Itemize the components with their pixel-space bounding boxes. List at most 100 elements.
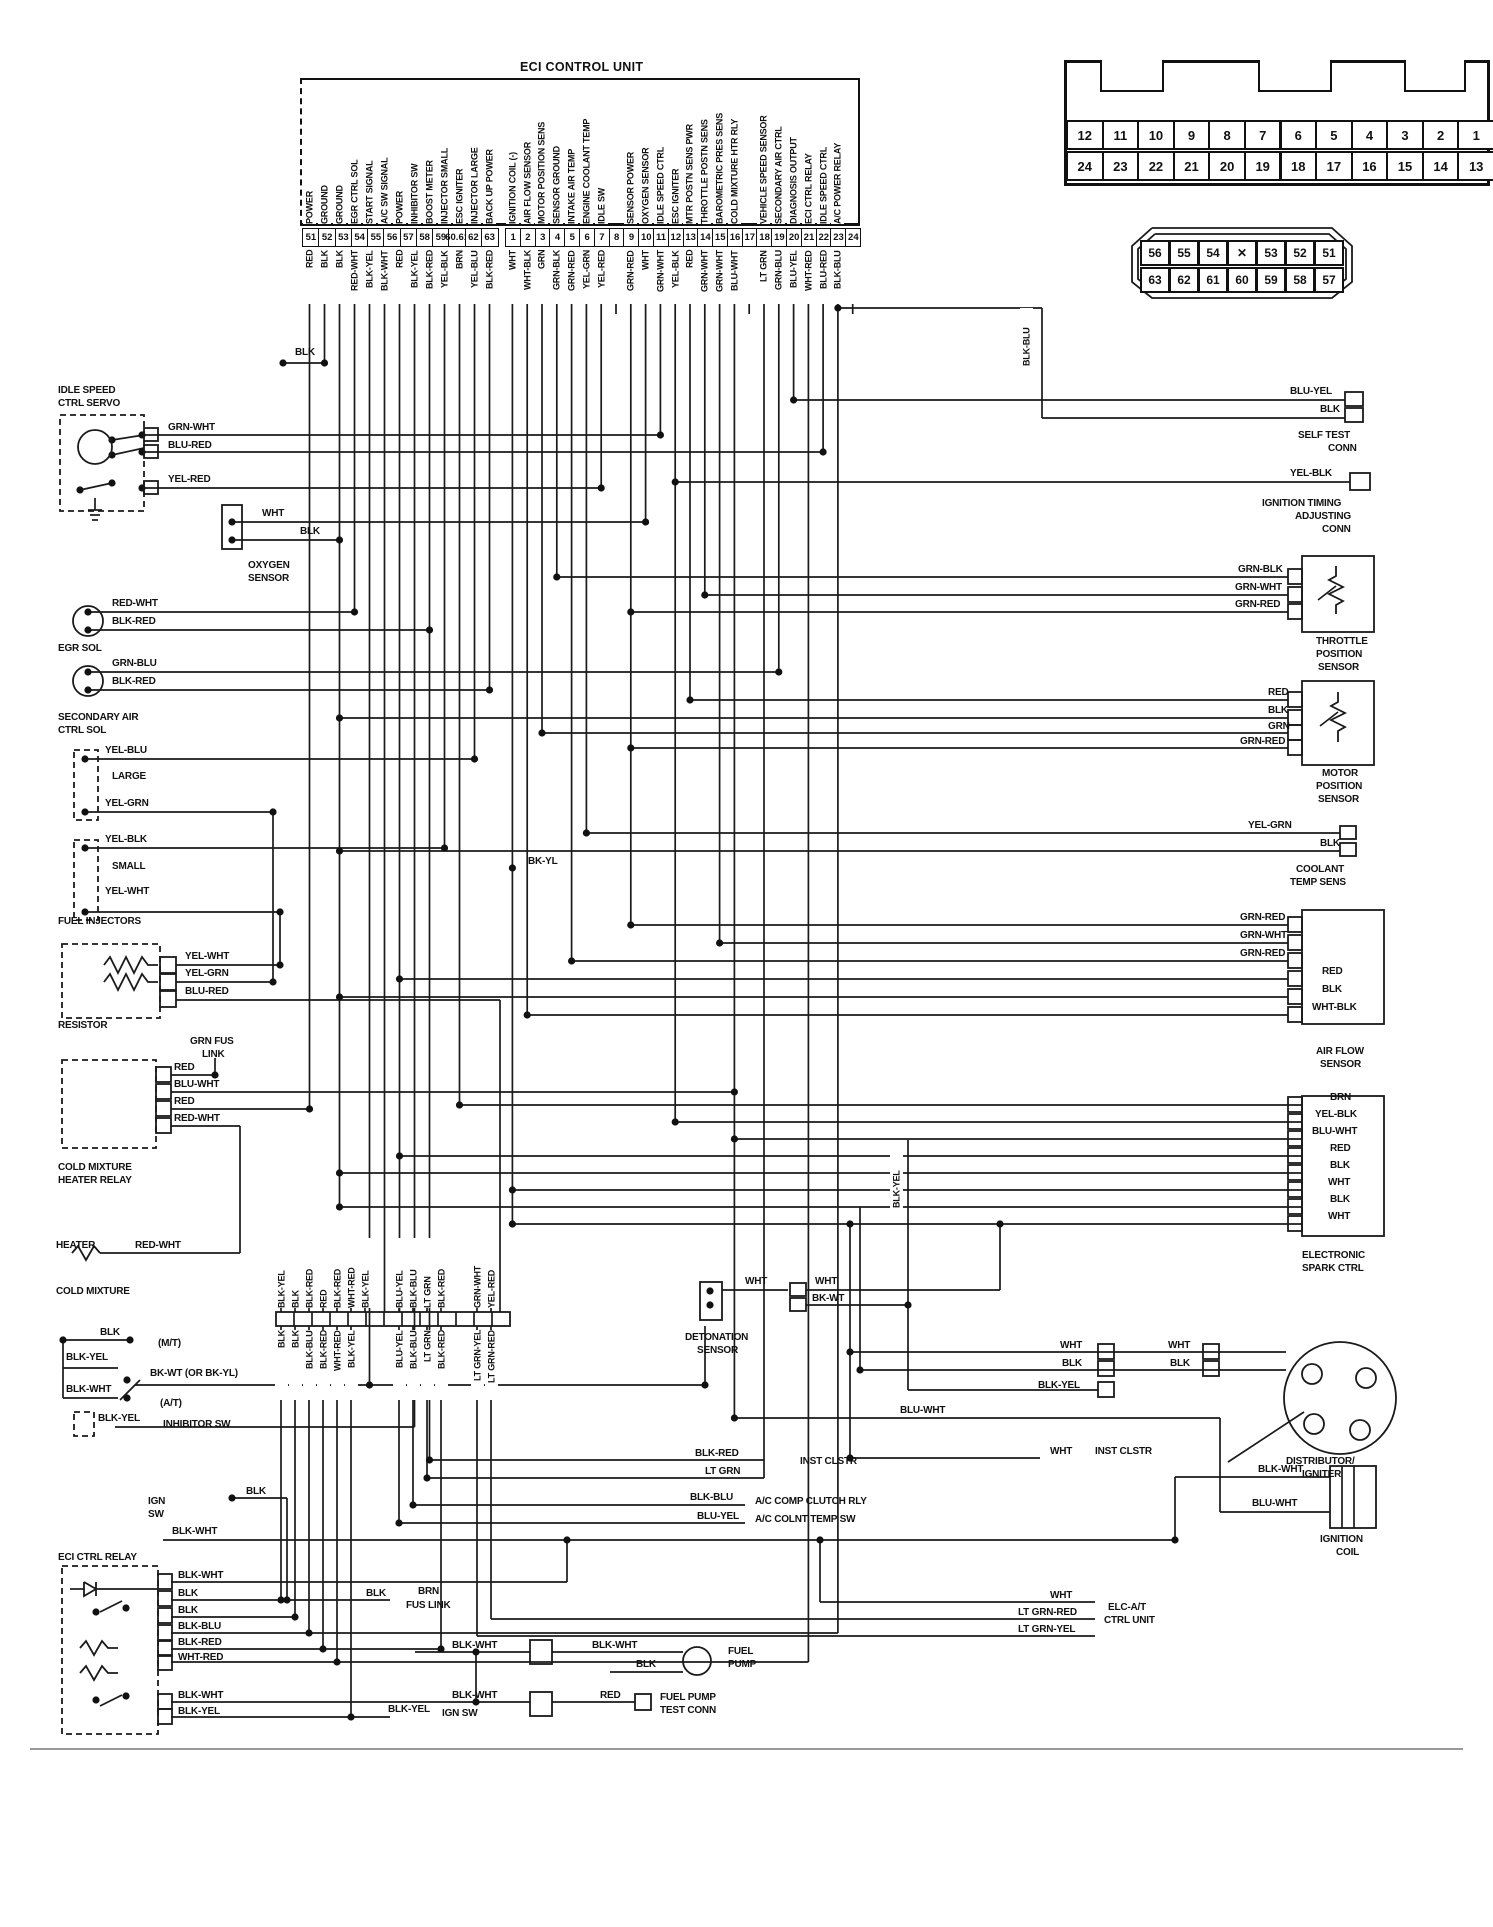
pin-function-label: IDLE SPEED CTRL bbox=[816, 84, 830, 224]
component-box bbox=[1287, 739, 1303, 756]
diagram-label: RED-WHT bbox=[135, 1240, 181, 1251]
junction-dot bbox=[395, 975, 404, 983]
diagram-label: MOTOR bbox=[1322, 768, 1359, 779]
component-box bbox=[59, 414, 145, 512]
connector-pin-cell: 17 bbox=[1315, 151, 1353, 181]
junction-dot bbox=[81, 808, 89, 816]
bus-wire-label: LT GRN-RED bbox=[485, 1330, 498, 1400]
diagram-label: YEL-GRN bbox=[105, 798, 149, 809]
pin-wire-color: RED bbox=[683, 250, 697, 304]
component-box bbox=[1301, 555, 1375, 633]
pin-wire-color: WHT bbox=[505, 250, 519, 304]
diagram-label: RED bbox=[600, 1690, 621, 1701]
bus-wire-label: BLK-BLU bbox=[407, 1330, 420, 1400]
component-box bbox=[789, 1297, 807, 1312]
junction-dot bbox=[470, 755, 479, 763]
connector-pin-cell: 10 bbox=[1137, 120, 1175, 150]
diagram-label: AIR FLOW bbox=[1316, 1046, 1364, 1057]
junction-dot bbox=[84, 626, 92, 634]
connector-pin-cell: 11 bbox=[1101, 120, 1140, 150]
pin-wire-color: GRN-WHT bbox=[712, 250, 726, 304]
component-box bbox=[1287, 1181, 1303, 1198]
pin-number-cell: 53 bbox=[334, 228, 353, 247]
component-circle bbox=[1349, 1419, 1371, 1441]
diagram-label: IGN SW bbox=[442, 1708, 478, 1719]
connector-pin-cell: 6 bbox=[1279, 120, 1318, 150]
diagram-label: GRN-RED bbox=[1240, 912, 1286, 923]
diagram-label: BLK bbox=[178, 1605, 198, 1616]
connector-pin-cell: 59 bbox=[1256, 267, 1286, 293]
diagram-label: FUEL INJECTORS bbox=[58, 916, 141, 927]
pin-function-label: POWER bbox=[303, 84, 316, 224]
component-box bbox=[275, 1311, 511, 1327]
bus-wire-label: BLK bbox=[289, 1238, 302, 1308]
connector-pin-cell: 56 bbox=[1140, 240, 1170, 266]
pin-wire-color: YEL-RED bbox=[594, 250, 608, 304]
diagram-label: SENSOR bbox=[1320, 1059, 1362, 1070]
junction-dot bbox=[84, 686, 92, 694]
diagram-label: BLU-WHT bbox=[1252, 1498, 1298, 1509]
junction-dot bbox=[269, 978, 277, 986]
junction-dot bbox=[123, 1376, 131, 1384]
pin-wire-color: GRN-RED bbox=[624, 250, 638, 304]
junction-dot bbox=[335, 847, 344, 855]
junction-dot bbox=[279, 359, 287, 367]
pin-function-label: BAROMETRIC PRES SENS bbox=[712, 84, 726, 224]
diagram-label: SMALL bbox=[112, 861, 146, 872]
diagram-label: CONN bbox=[1322, 524, 1351, 535]
component-box bbox=[157, 1607, 173, 1624]
diagram-label: BLK bbox=[1322, 984, 1342, 995]
diagram-label: BK-WT bbox=[812, 1293, 845, 1304]
connector-pin-cell: 2 bbox=[1421, 120, 1460, 150]
diagram-label: FUEL PUMP bbox=[660, 1692, 716, 1703]
diagram-label: BLK-BLU bbox=[690, 1492, 734, 1503]
junction-dot bbox=[701, 1381, 709, 1389]
connector-pin-cell: 23 bbox=[1101, 151, 1140, 181]
junction-dot bbox=[730, 1088, 739, 1096]
diagram-label: BLK bbox=[1268, 705, 1288, 716]
component-box bbox=[1287, 988, 1303, 1005]
junction-dot bbox=[333, 1658, 341, 1666]
diagram-label: BLK bbox=[295, 347, 315, 358]
bus-wire-label: BLU-YEL bbox=[393, 1238, 406, 1308]
diagram-label: RED-WHT bbox=[174, 1113, 220, 1124]
pin-function-label: DIAGNOSIS OUTPUT bbox=[786, 84, 800, 224]
junction-dot bbox=[437, 1645, 445, 1653]
junction-dot bbox=[277, 1596, 285, 1604]
pin-wire-color: BLU-YEL bbox=[786, 250, 800, 304]
pin-number-cell: 57 bbox=[399, 228, 418, 247]
bus-wire-label: BLK-RED bbox=[435, 1330, 448, 1400]
junction-dot bbox=[563, 1536, 571, 1544]
pin-number-cell: 24 bbox=[845, 228, 862, 247]
diagram-label: BLK bbox=[178, 1588, 198, 1599]
diagram-label: BRN bbox=[418, 1586, 440, 1597]
diagram-label: WHT bbox=[1168, 1340, 1191, 1351]
symbol-shape bbox=[79, 1639, 118, 1657]
pin-function-label: A/C SW SIGNAL bbox=[378, 84, 391, 224]
pin-function-label: COLD MIXTURE HTR RLY bbox=[727, 84, 741, 224]
diagram-label: WHT bbox=[1050, 1446, 1073, 1457]
bus-wire-label: BLK-BLU bbox=[407, 1238, 420, 1308]
diagram-label: BLK-YEL bbox=[66, 1352, 108, 1363]
pin-wire-color: GRN-RED bbox=[565, 250, 579, 304]
pin-function-label: SECONDARY AIR CTRL bbox=[772, 84, 786, 224]
junction-dot bbox=[819, 448, 827, 456]
diagram-label: BLK-RED bbox=[112, 616, 156, 627]
diagram-label: BLK bbox=[1170, 1358, 1190, 1369]
diagram-label: GRN-RED bbox=[1240, 948, 1286, 959]
diagram-label: THROTTLE bbox=[1316, 636, 1368, 647]
pin-function-label: ENGINE COOLANT TEMP bbox=[579, 84, 593, 224]
component-box bbox=[157, 1590, 173, 1607]
diagram-label: BLK bbox=[300, 526, 320, 537]
connector-pin-cell: 9 bbox=[1172, 120, 1211, 150]
pin-wire-color: BLK-BLU bbox=[831, 250, 845, 304]
connector-pin-cell: 24 bbox=[1066, 151, 1104, 181]
bus-wire-label: LT GRN-YEL bbox=[471, 1330, 484, 1400]
diagram-label: WHT bbox=[815, 1276, 838, 1287]
pin-function-label: ECI CTRL RELAY bbox=[801, 84, 815, 224]
diagram-label: BLK-YEL bbox=[98, 1413, 140, 1424]
diagram-label: SENSOR bbox=[248, 573, 290, 584]
pin-function-label: INTAKE AIR TEMP bbox=[565, 84, 579, 224]
junction-dot bbox=[81, 908, 89, 916]
connector-pin-cell: 60 bbox=[1227, 267, 1257, 293]
